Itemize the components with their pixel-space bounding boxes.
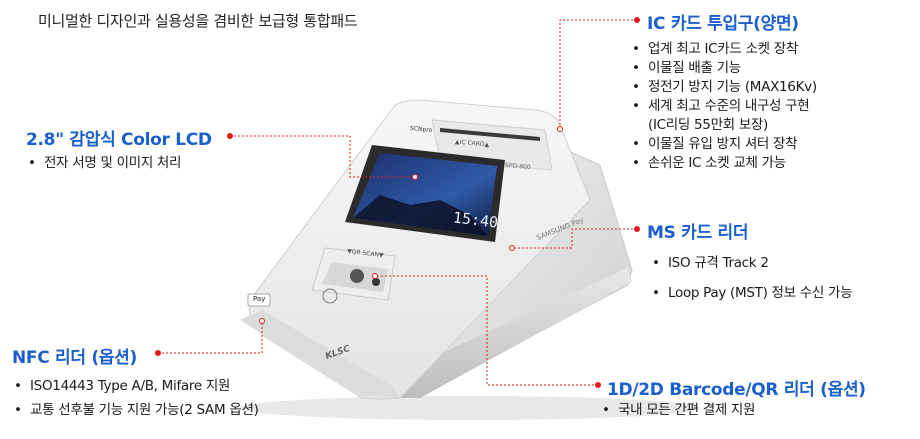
barcode-title: 1D/2D Barcode/QR 리더 (옵션) (607, 380, 866, 400)
barcode-callout-dot (595, 382, 601, 388)
lcd-item: 전자 서명 및 이미지 처리 (26, 154, 181, 173)
ic-card-item: 이물질 유입 방지 셔터 장착 (630, 135, 817, 154)
ic-card-item: 정전기 방지 기능 (MAX16Kv) (630, 78, 817, 97)
ms-card-list: ISO 규격 Track 2 Loop Pay (MST) 정보 수신 가능 (650, 248, 853, 308)
barcode-item: 국내 모든 간편 결제 지원 (600, 401, 755, 420)
ic-anchor-dot (557, 126, 563, 132)
lcd-callout-dot (227, 133, 233, 139)
lcd-anchor-dot (412, 174, 418, 180)
lcd-title: 2.8" 감압식 Color LCD (26, 130, 212, 150)
barcode-anchor-dot (372, 273, 378, 279)
ic-card-title: IC 카드 투입구(양면) (647, 14, 799, 34)
ms-callout-dot (634, 226, 640, 232)
ic-card-list: 업계 최고 IC카드 소켓 장착 이물질 배출 기능 정전기 방지 기능 (MA… (630, 40, 817, 173)
ms-card-title: MS 카드 리더 (647, 223, 749, 243)
apple-pay-badge: Pay (253, 295, 266, 303)
ic-card-item: (IC리딩 55만회 보장) (648, 117, 769, 133)
nfc-callout-dot (155, 350, 161, 356)
nfc-item: ISO14443 Type A/B, Mifare 지원 (12, 374, 259, 398)
ms-card-item: Loop Pay (MST) 정보 수신 가능 (650, 278, 853, 308)
ic-card-item: 손쉬운 IC 소켓 교체 가능 (630, 154, 817, 173)
ic-card-item: 이물질 배출 기능 (630, 59, 817, 78)
lcd-list: 전자 서명 및 이미지 처리 (26, 154, 181, 173)
nfc-item: 교통 선후불 기능 지원 가능(2 SAM 옵션) (12, 398, 259, 422)
nfc-title: NFC 리더 (옵션) (12, 348, 137, 368)
barcode-list: 국내 모든 간편 결제 지원 (600, 401, 755, 420)
ms-card-item: ISO 규격 Track 2 (650, 248, 852, 278)
ic-card-item: 업계 최고 IC카드 소켓 장착 (630, 40, 817, 59)
ms-anchor-dot (509, 245, 515, 251)
ic-callout-dot (634, 17, 640, 23)
tagline: 미니멀한 디자인과 실용성을 겸비한 보급형 통합패드 (38, 12, 358, 30)
nfc-anchor-dot (259, 318, 265, 324)
ic-card-item: 세계 최고 수준의 내구성 구현 (630, 97, 817, 116)
nfc-list: ISO14443 Type A/B, Mifare 지원 교통 선후불 기능 지… (12, 374, 259, 422)
